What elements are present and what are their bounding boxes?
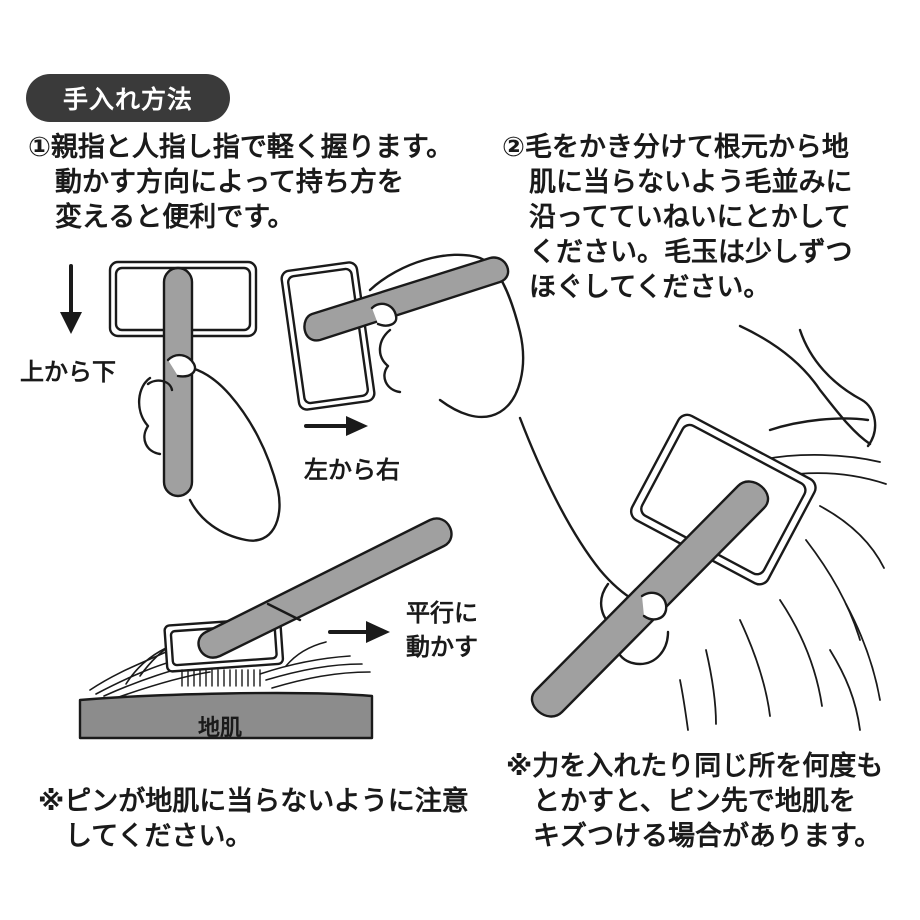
- step-1-line: ①親指と人指し指で軽く握ります。: [28, 132, 454, 163]
- note-1-line: ※ピンが地肌に当らないように注意: [38, 786, 469, 817]
- note-2-text: ※力を入れたり同じ所を何度も とかすと、ピン先で地肌を キズつける場合があります…: [506, 749, 883, 854]
- label-move-parallel: 平行に 動かす: [406, 596, 478, 664]
- step-2-line: 沿ってていねいにとかして: [502, 202, 851, 233]
- right-arrow-icon: [328, 621, 390, 643]
- brush-fur-illustration: [518, 324, 887, 731]
- note-2-line: とかすと、ピン先で地肌を: [506, 786, 856, 817]
- right-arrow-icon: [304, 416, 368, 436]
- step-2-line: ください。毛玉は少しずつ: [502, 237, 853, 268]
- step-1-line: 動かす方向によって持ち方を: [28, 167, 404, 198]
- label-skin: 地肌: [198, 716, 243, 741]
- label-move-parallel-line: 動かす: [406, 633, 478, 661]
- step-2-line: ②毛をかき分けて根元から地: [502, 132, 849, 163]
- brush-vertical-illustration: [60, 260, 281, 542]
- step-2-text: ②毛をかき分けて根元から地 肌に当らないよう毛並みに 沿ってていねいにとかして …: [502, 130, 852, 305]
- step-1-line: 変えると便利です。: [28, 202, 295, 233]
- down-arrow-icon: [60, 264, 82, 334]
- label-left-to-right: 左から右: [304, 456, 400, 484]
- brush-parallel-illustration: [78, 517, 453, 740]
- brush-horizontal-illustration: [280, 253, 525, 436]
- note-1-line: してください。: [38, 821, 253, 852]
- step-2-line: ほぐしてください。: [502, 272, 771, 303]
- note-2-line: ※力を入れたり同じ所を何度も: [506, 751, 884, 782]
- note-2-line: キズつける場合があります。: [506, 821, 882, 852]
- label-move-parallel-line: 平行に: [406, 599, 478, 627]
- section-title: 手入れ方法: [26, 74, 230, 122]
- step-1-text: ①親指と人指し指で軽く握ります。 動かす方向によって持ち方を 変えると便利です。: [28, 130, 453, 235]
- label-top-to-bottom: 上から下: [20, 358, 116, 386]
- step-2-line: 肌に当らないよう毛並みに: [502, 167, 853, 198]
- note-1-text: ※ピンが地肌に当らないように注意 してください。: [38, 784, 469, 854]
